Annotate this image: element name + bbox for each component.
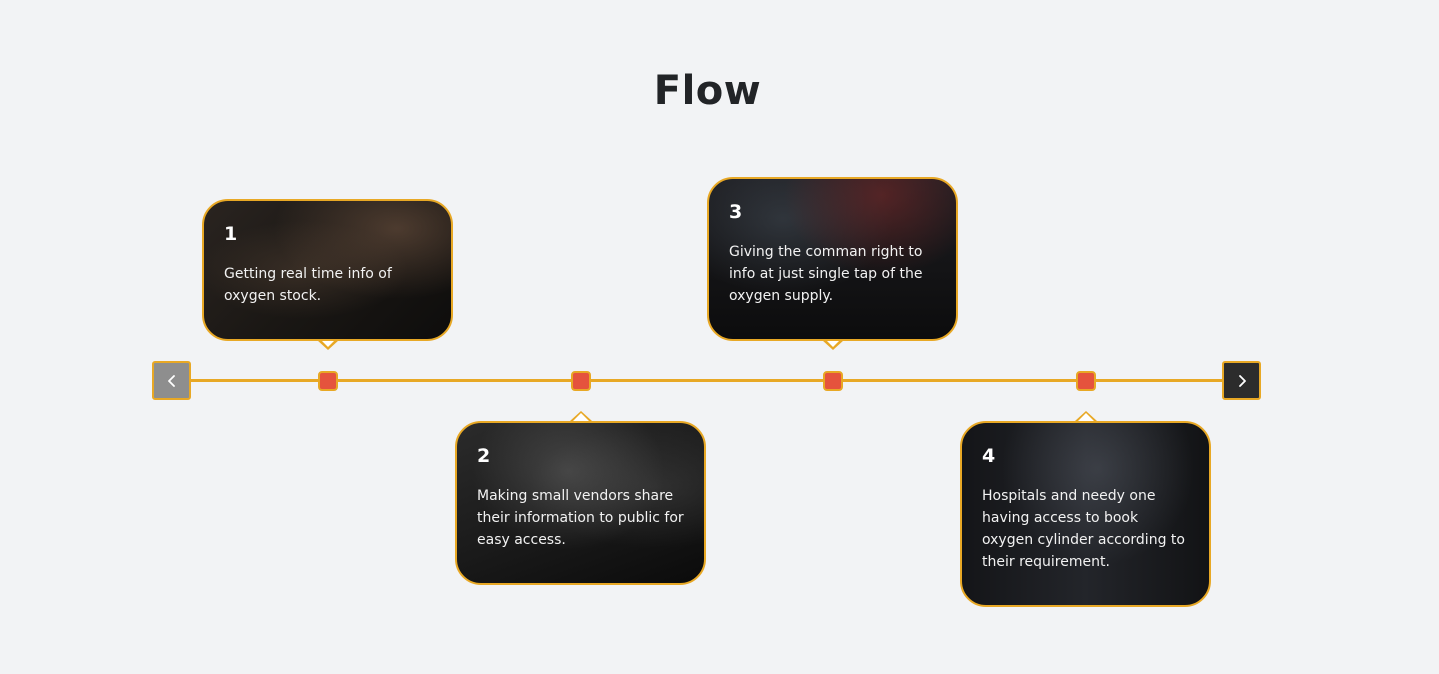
step-number: 1: [224, 223, 238, 245]
timeline-marker-2[interactable]: [571, 371, 591, 391]
chevron-left-icon: [167, 374, 175, 387]
timeline-track: [190, 379, 1224, 382]
step-text: Getting real time info of oxygen stock.: [224, 266, 392, 304]
timeline-marker-3[interactable]: [823, 371, 843, 391]
card-pointer-2: [570, 411, 592, 422]
step-number: 3: [729, 201, 743, 223]
step-card-2: 2 Making small vendors share their infor…: [455, 421, 706, 585]
chevron-right-icon: [1238, 374, 1246, 387]
card-pointer-1: [317, 338, 339, 350]
card-pointer-4: [1075, 411, 1097, 422]
step-card-4: 4 Hospitals and needy one having access …: [960, 421, 1211, 607]
card-pointer-3: [822, 338, 844, 350]
step-number: 2: [477, 445, 491, 467]
step-card-1: 1 Getting real time info of oxygen stock…: [202, 199, 453, 341]
step-text: Giving the comman right to info at just …: [729, 244, 923, 304]
timeline-marker-1[interactable]: [318, 371, 338, 391]
prev-button[interactable]: [152, 361, 191, 400]
timeline-marker-4[interactable]: [1076, 371, 1096, 391]
step-text: Hospitals and needy one having access to…: [982, 488, 1185, 570]
section-title: Flow: [653, 68, 762, 114]
step-number: 4: [982, 445, 996, 467]
step-card-3: 3 Giving the comman right to info at jus…: [707, 177, 958, 341]
next-button[interactable]: [1222, 361, 1261, 400]
step-text: Making small vendors share their informa…: [477, 488, 684, 548]
